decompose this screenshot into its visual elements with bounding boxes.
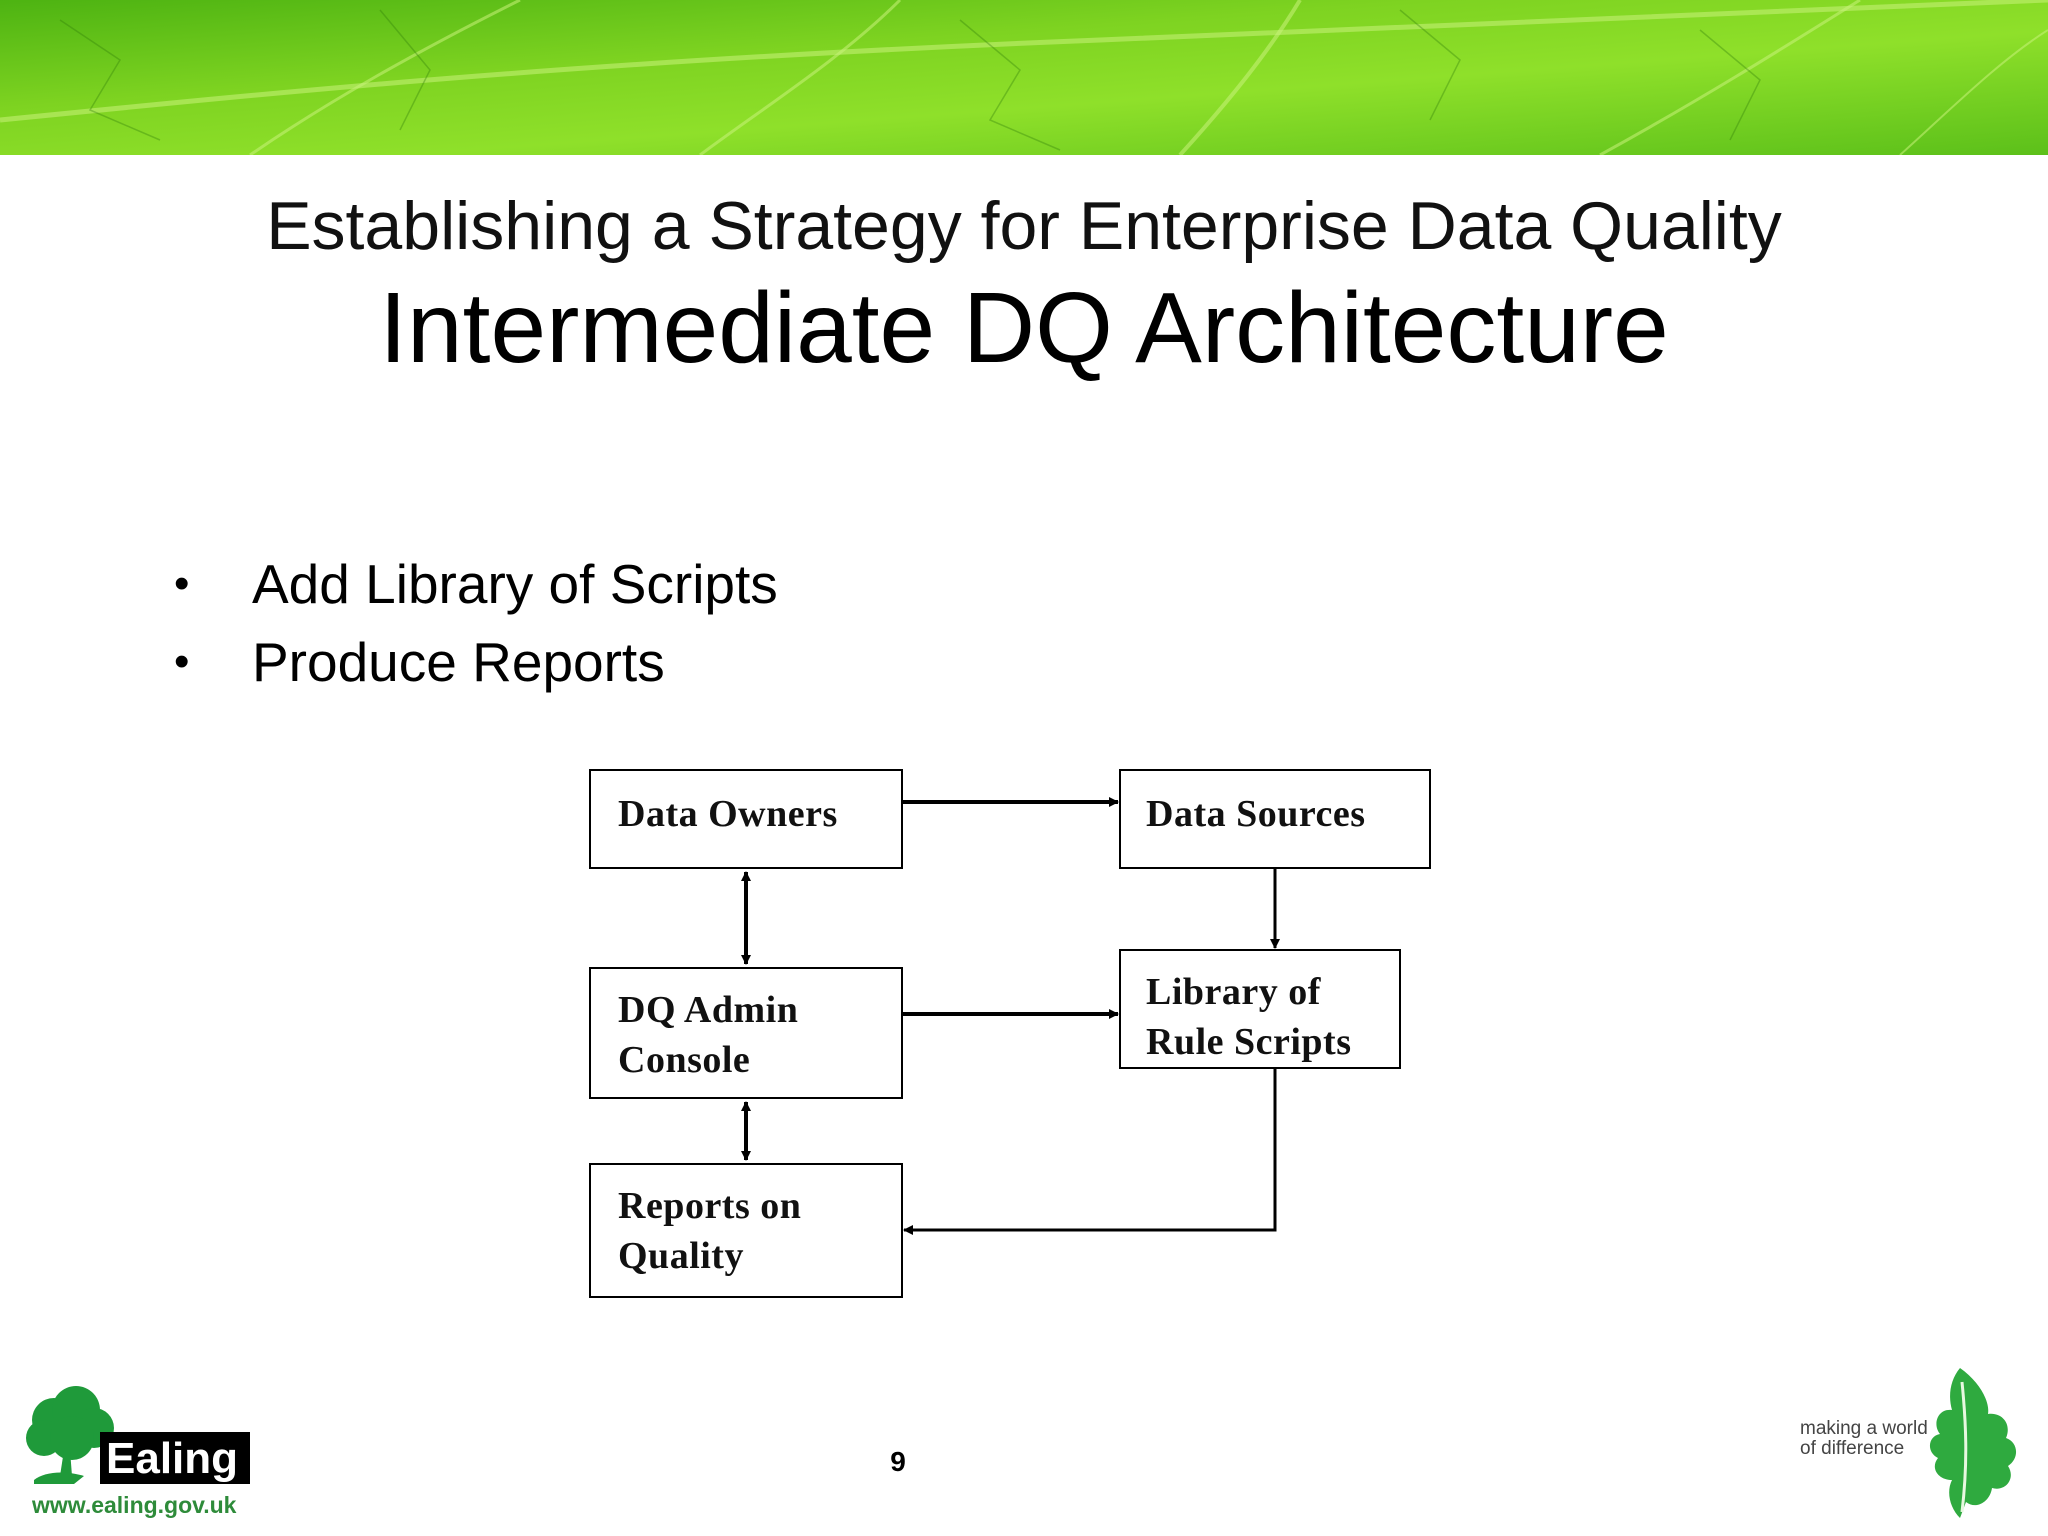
slide-subtitle: Establishing a Strategy for Enterprise D…: [266, 188, 1782, 264]
arrow-library-to-reports: [903, 1068, 1277, 1235]
bullet-text: Add Library of Scripts: [252, 553, 778, 615]
tagline-line: of difference: [1800, 1438, 1904, 1459]
website-link[interactable]: www.ealing.gov.uk: [32, 1492, 237, 1518]
box-label: DQ Admin: [618, 989, 798, 1031]
box-label: Data Sources: [1146, 793, 1366, 835]
ealing-wordmark: Ealing: [106, 1434, 238, 1483]
box-data-sources: Data Sources: [1119, 769, 1431, 869]
box-label: Library of: [1146, 971, 1322, 1013]
box-reports-on-quality: Reports on Quality: [589, 1163, 903, 1298]
box-label: Quality: [618, 1235, 744, 1277]
box-label: Data Owners: [618, 793, 838, 835]
making-a-world-logo: making a world of difference: [1800, 1368, 2017, 1518]
bullet-item: • Produce Reports: [170, 623, 778, 701]
bullet-icon: •: [174, 637, 190, 686]
box-dq-admin-console: DQ Admin Console: [589, 967, 903, 1099]
box-label: Console: [618, 1039, 750, 1081]
box-label: Rule Scripts: [1146, 1021, 1352, 1063]
bullet-text: Produce Reports: [252, 631, 665, 693]
bullet-item: • Add Library of Scripts: [170, 545, 778, 623]
bullet-icon: •: [174, 559, 190, 608]
architecture-diagram: Data Owners Data Sources DQ Admin Consol…: [589, 769, 1431, 1298]
oak-tree-logo-icon: [26, 1386, 114, 1484]
slide-title: Intermediate DQ Architecture: [379, 272, 1669, 384]
page-number: 9: [890, 1446, 906, 1477]
leaf-banner: [0, 0, 2048, 155]
box-label: Reports on: [618, 1185, 801, 1227]
box-data-owners: Data Owners: [589, 769, 903, 869]
box-library-rule-scripts: Library of Rule Scripts: [1119, 949, 1401, 1069]
tagline-line: making a world: [1800, 1418, 1928, 1439]
bullet-list: • Add Library of Scripts • Produce Repor…: [170, 545, 778, 701]
oak-leaf-logo-icon: [1929, 1368, 2017, 1518]
ealing-logo: Ealing: [26, 1386, 250, 1484]
